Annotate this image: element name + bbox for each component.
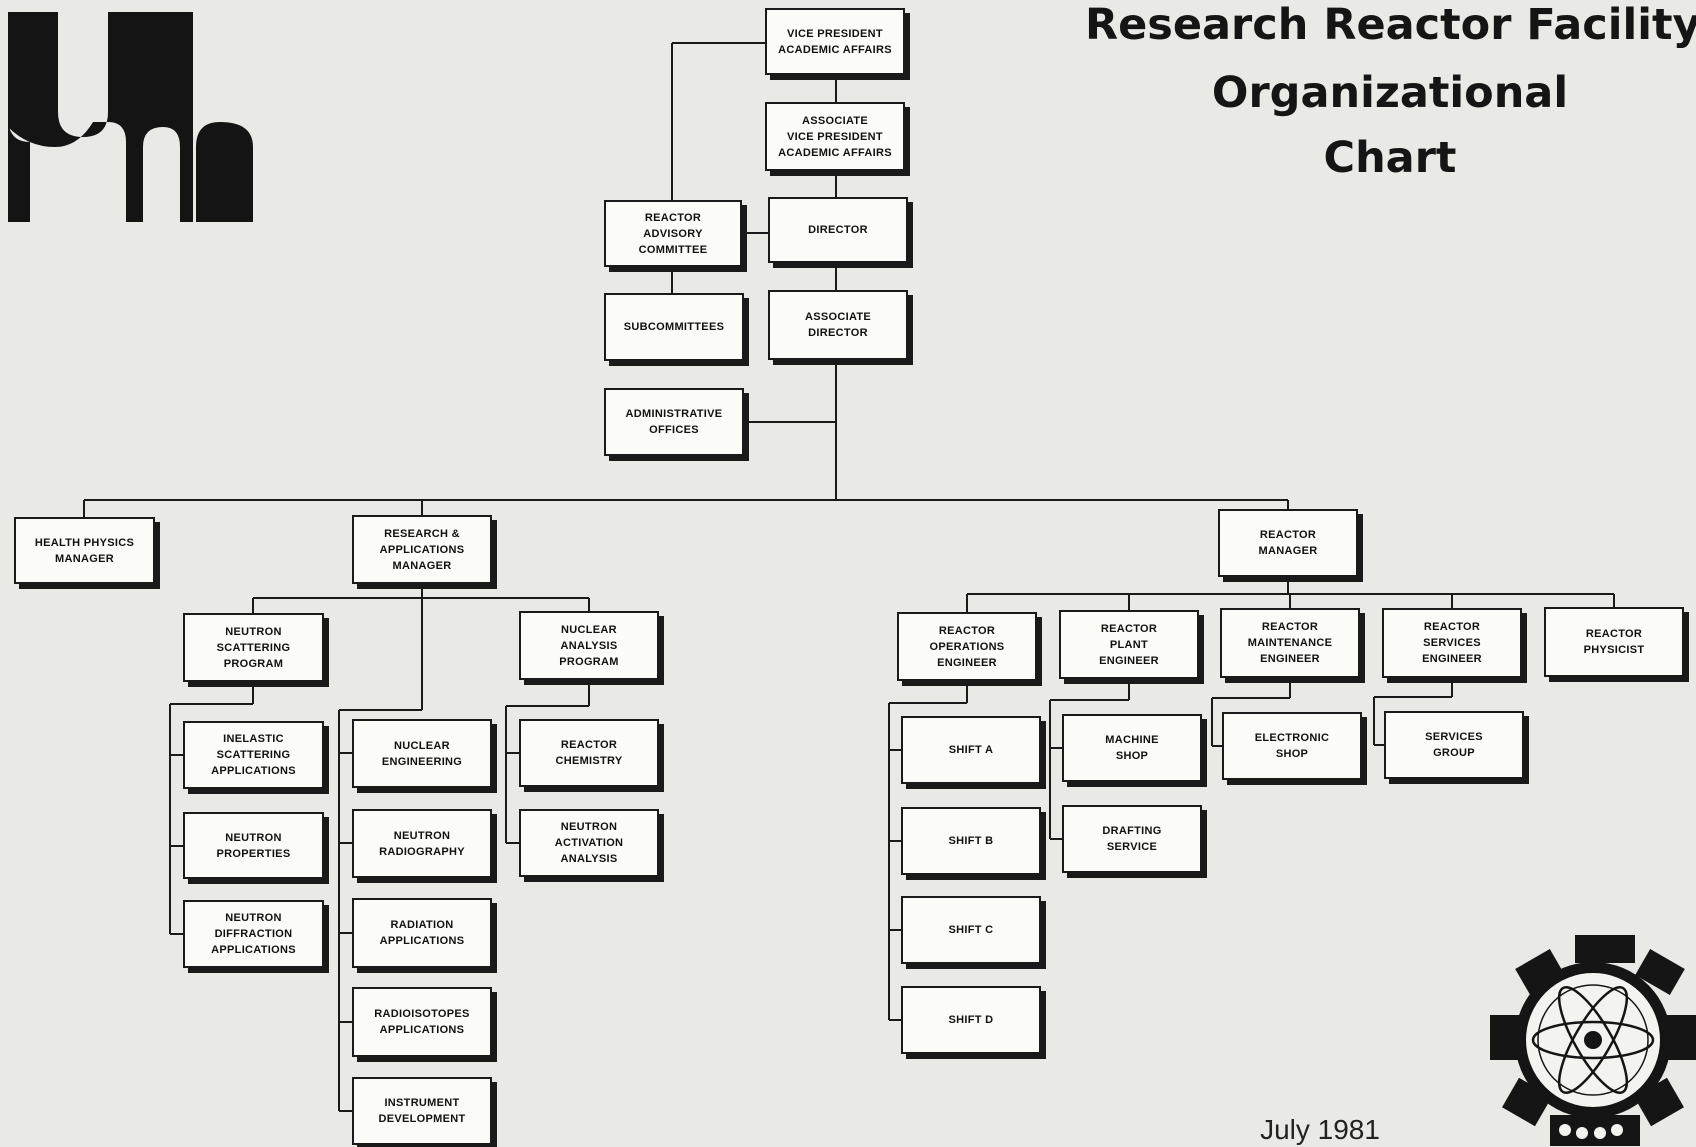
box-reactor-manager: REACTOR MANAGER <box>1218 509 1358 577</box>
box-machine-shop: MACHINE SHOP <box>1062 714 1202 782</box>
box-reactor-chemistry: REACTOR CHEMISTRY <box>519 719 659 787</box>
box-associate-vice-president: ASSOCIATE VICE PRESIDENT ACADEMIC AFFAIR… <box>765 102 905 171</box>
box-vice-president-academic-affairs: VICE PRESIDENT ACADEMIC AFFAIRS <box>765 8 905 75</box>
box-services-group: SERVICES GROUP <box>1384 711 1524 779</box>
box-neutron-radiography: NEUTRON RADIOGRAPHY <box>352 809 492 878</box>
box-reactor-plant-engineer: REACTOR PLANT ENGINEER <box>1059 610 1199 679</box>
box-inelastic-scattering-applications: INELASTIC SCATTERING APPLICATIONS <box>183 721 324 789</box>
box-electronic-shop: ELECTRONIC SHOP <box>1222 712 1362 780</box>
chart-date: July 1981 <box>1260 1114 1380 1145</box>
reactor-seal-logo <box>1490 935 1696 1146</box>
box-neutron-properties: NEUTRON PROPERTIES <box>183 812 324 879</box>
box-drafting-service: DRAFTING SERVICE <box>1062 805 1202 873</box>
box-neutron-activation-analysis: NEUTRON ACTIVATION ANALYSIS <box>519 809 659 877</box>
box-instrument-development: INSTRUMENT DEVELOPMENT <box>352 1077 492 1145</box>
chart-title-line-3: Chart <box>1323 133 1457 183</box>
um-logo <box>8 12 253 222</box>
box-neutron-diffraction-applications: NEUTRON DIFFRACTION APPLICATIONS <box>183 900 324 968</box>
chart-title-line-1: Research Reactor Facility <box>1085 0 1696 50</box>
box-research-applications-manager: RESEARCH & APPLICATIONS MANAGER <box>352 515 492 584</box>
box-shift-c: SHIFT C <box>901 896 1041 964</box>
box-nuclear-analysis-program: NUCLEAR ANALYSIS PROGRAM <box>519 611 659 680</box>
box-radioisotopes-applications: RADIOISOTOPES APPLICATIONS <box>352 987 492 1057</box>
box-reactor-operations-engineer: REACTOR OPERATIONS ENGINEER <box>897 612 1037 681</box>
box-director: DIRECTOR <box>768 197 908 263</box>
box-shift-a: SHIFT A <box>901 716 1041 784</box>
chart-title-line-2: Organizational <box>1211 68 1569 118</box>
box-reactor-services-engineer: REACTOR SERVICES ENGINEER <box>1382 608 1522 678</box>
box-reactor-physicist: REACTOR PHYSICIST <box>1544 607 1684 677</box>
box-shift-b: SHIFT B <box>901 807 1041 875</box>
box-neutron-scattering-program: NEUTRON SCATTERING PROGRAM <box>183 613 324 682</box>
box-shift-d: SHIFT D <box>901 986 1041 1054</box>
box-associate-director: ASSOCIATE DIRECTOR <box>768 290 908 360</box>
box-nuclear-engineering: NUCLEAR ENGINEERING <box>352 719 492 788</box>
box-health-physics-manager: HEALTH PHYSICS MANAGER <box>14 517 155 584</box>
box-reactor-maintenance-engineer: REACTOR MAINTENANCE ENGINEER <box>1220 608 1360 678</box>
box-administrative-offices: ADMINISTRATIVE OFFICES <box>604 388 744 456</box>
box-radiation-applications: RADIATION APPLICATIONS <box>352 898 492 968</box>
box-subcommittees: SUBCOMMITTEES <box>604 293 744 361</box>
box-reactor-advisory-committee: REACTOR ADVISORY COMMITTEE <box>604 200 742 267</box>
